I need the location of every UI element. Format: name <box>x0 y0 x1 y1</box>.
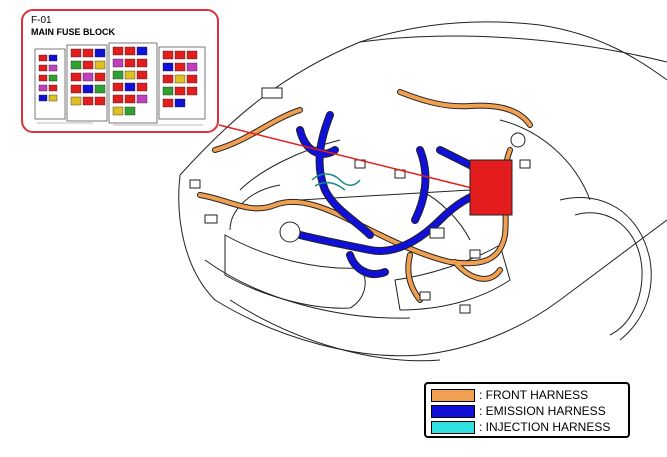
car-wheel-arch <box>559 197 652 341</box>
legend-label-emission: : EMISSION HARNESS <box>479 404 606 418</box>
fuse-block-pointer-line <box>218 124 481 191</box>
legend-label-front: : FRONT HARNESS <box>479 388 589 402</box>
inset-code: F-01 <box>31 15 52 26</box>
car-headlight-outline <box>394 244 511 311</box>
legend-swatch-front <box>431 388 475 402</box>
car-lower-outline <box>229 299 441 362</box>
injection-harness-wires <box>311 173 361 191</box>
car-front-outline <box>178 174 667 357</box>
legend-item-emission-harness: : EMISSION HARNESS <box>431 403 623 419</box>
legend-label-injection: : INJECTION HARNESS <box>479 420 611 434</box>
fuse-block-layout-drawing <box>34 42 206 126</box>
car-grille-outline <box>224 234 366 309</box>
car-wheel <box>574 212 643 336</box>
inset-title: MAIN FUSE BLOCK <box>31 27 115 37</box>
car-windshield-outline <box>359 35 667 63</box>
main-fuse-block-highlight <box>469 159 513 216</box>
main-fuse-block-inset: F-01 MAIN FUSE BLOCK <box>21 9 219 133</box>
car-fender-line <box>499 119 591 201</box>
car-bumper-outline <box>204 259 411 319</box>
car-hood-outline <box>179 21 667 176</box>
legend-swatch-injection <box>431 420 475 434</box>
legend-swatch-emission <box>431 404 475 418</box>
connector-markers <box>189 87 531 314</box>
legend-item-front-harness: : FRONT HARNESS <box>431 387 623 403</box>
legend-item-injection-harness: : INJECTION HARNESS <box>431 419 623 435</box>
harness-legend: : FRONT HARNESS : EMISSION HARNESS : INJ… <box>424 382 630 438</box>
